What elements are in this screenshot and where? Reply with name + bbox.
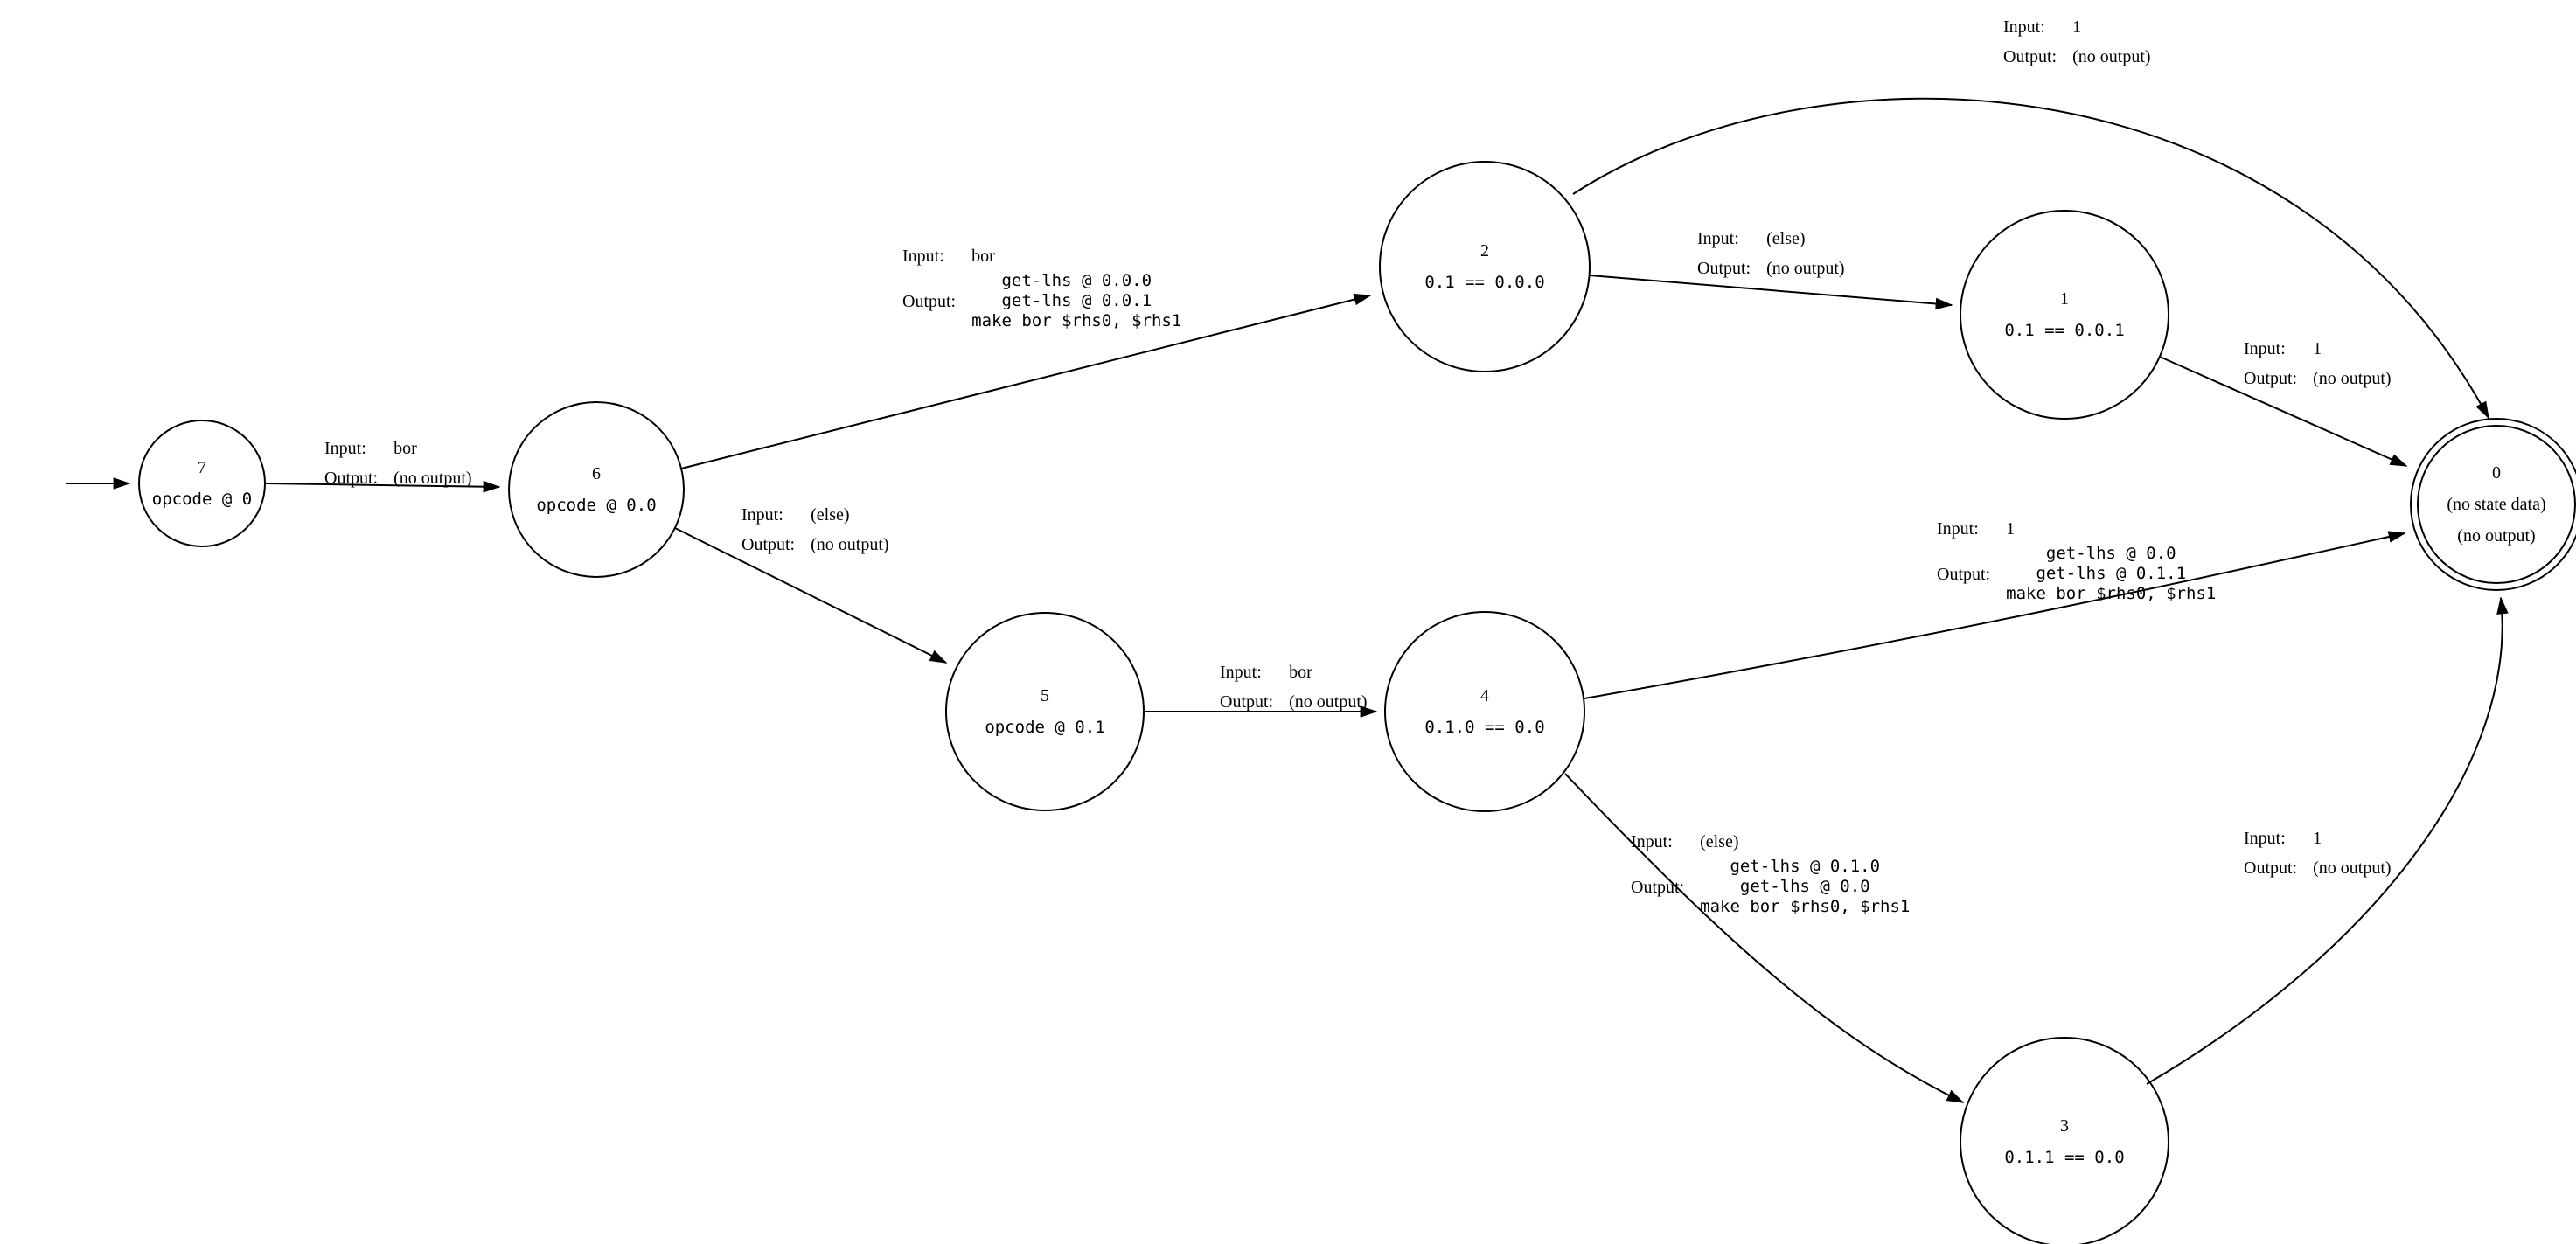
- state-node-3: [1960, 1037, 2169, 1244]
- edge-6-2: [680, 293, 1372, 469]
- state-node-5-circle: [945, 612, 1145, 811]
- edge-6-5: [674, 527, 948, 664]
- state-node-0: [2410, 418, 2576, 591]
- state-node-0-circle: [2410, 418, 2576, 591]
- edge-3-0: [2146, 596, 2509, 1085]
- state-node-4: [1384, 611, 1585, 812]
- state-node-1-circle: [1960, 210, 2169, 420]
- state-node-7-circle: [138, 420, 266, 547]
- state-node-2-circle: [1379, 161, 1591, 372]
- state-node-0-inner-circle: [2417, 425, 2576, 584]
- state-node-4-circle: [1384, 611, 1585, 812]
- state-node-6-circle: [508, 401, 685, 578]
- state-node-3-circle: [1960, 1037, 2169, 1244]
- state-node-2: [1379, 161, 1591, 372]
- edge-7-6: [264, 480, 501, 493]
- edge-2-1: [1589, 275, 1953, 310]
- state-node-6: [508, 401, 685, 578]
- state-node-5: [945, 612, 1145, 811]
- nodes-group: [138, 161, 2576, 1244]
- edge-1-0: [2159, 356, 2408, 467]
- edges-group: [66, 97, 2509, 1103]
- edge-4-3: [1564, 773, 1965, 1103]
- state-node-7: [138, 420, 266, 547]
- edge-4-0: [1584, 531, 2406, 699]
- edge-2-0: [1572, 97, 2489, 420]
- state-node-1: [1960, 210, 2169, 420]
